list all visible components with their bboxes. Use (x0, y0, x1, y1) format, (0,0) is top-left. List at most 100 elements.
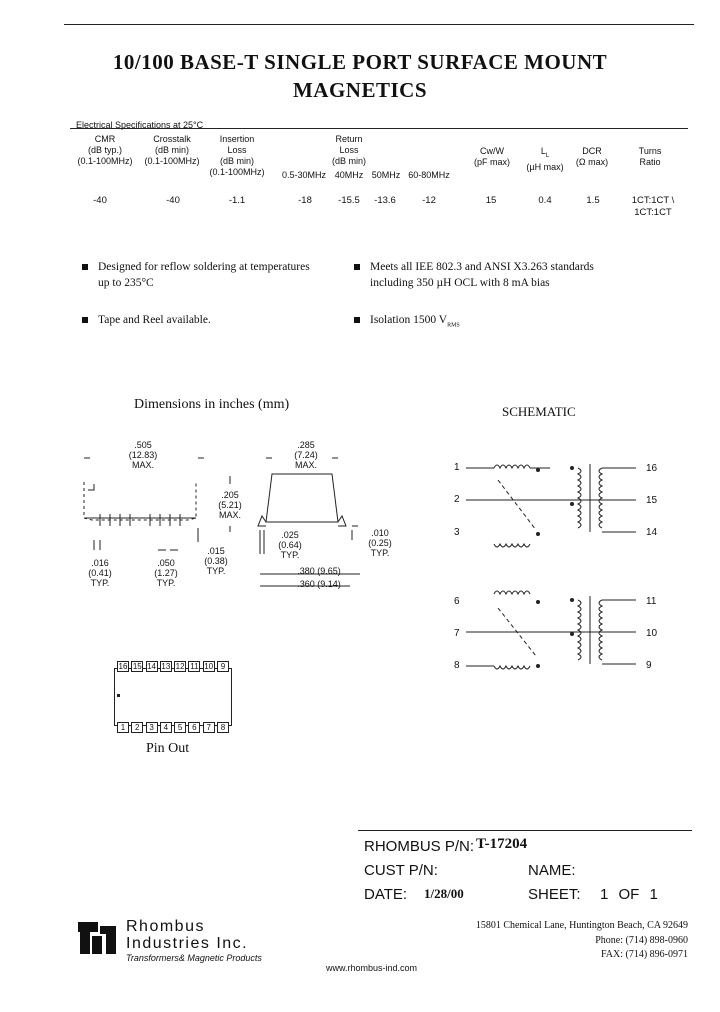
val-rl2: -15.5 (338, 195, 360, 206)
hdr-l: LL(µH max) (526, 146, 564, 172)
pin-label: 8 (216, 722, 229, 733)
val-insertion: -1.1 (228, 195, 246, 206)
company-phone: Phone: (714) 898-0960 (595, 935, 688, 946)
hdr-cww: Cw/W(pF max) (474, 146, 510, 167)
hdr-rl-band4: 60-80MHz (408, 170, 450, 180)
schematic-pin-left-2: 2 (454, 494, 460, 505)
pin-label: 16 (117, 661, 129, 672)
schematic-pin-left-7: 7 (454, 628, 460, 639)
hdr-rl-band2: 40MHz (334, 170, 364, 180)
company-address: 15801 Chemical Lane, Huntington Beach, C… (475, 920, 688, 931)
dim-205: .205(5.21)MAX. (218, 490, 242, 520)
dim-505: .505(12.83)MAX. (128, 440, 158, 470)
specs-caption: Electrical Specifications at 25°C (76, 120, 204, 130)
company-name-2: Industries Inc. (126, 935, 249, 952)
pin-label: 13 (159, 661, 172, 672)
hdr-cmr: CMR(dB typ.)(0.1-100MHz) (77, 134, 133, 166)
cust-pn-label: CUST P/N: (364, 862, 438, 879)
val-cmr: -40 (93, 195, 107, 206)
pn-value: T-17204 (476, 836, 528, 852)
feature-reflow: Designed for reflow soldering at tempera… (98, 261, 310, 289)
dim-380: .380 (9.65) (297, 566, 341, 576)
schematic-pin-left-8: 8 (454, 660, 460, 671)
val-rl4: -12 (422, 195, 436, 206)
schematic-pin-right-16: 16 (646, 463, 658, 474)
schematic-pin-left-3: 3 (454, 527, 460, 538)
schematic-pin-left-1: 1 (454, 462, 460, 473)
pn-label: RHOMBUS P/N: (364, 838, 475, 855)
val-turns-1: 1CT:1CT \ (631, 195, 675, 206)
feature-bullet (354, 264, 360, 270)
feature-standards: Meets all IEE 802.3 and ANSI X3.263 stan… (370, 261, 594, 289)
dim-285: .285(7.24)MAX. (294, 440, 318, 470)
company-website[interactable]: www.rhombus-ind.com (326, 963, 418, 973)
val-l: 0.4 (538, 195, 552, 206)
schematic-pin-right-15: 15 (646, 495, 658, 506)
company-fax: FAX: (714) 896-0971 (600, 949, 688, 960)
sheet-label: SHEET: (528, 886, 581, 903)
pin-label: 15 (131, 661, 144, 672)
name-label: NAME: (528, 862, 576, 879)
val-dcr: 1.5 (586, 195, 600, 206)
dim-360: .360 (9.14) (297, 579, 341, 589)
pin-label: 9 (216, 661, 229, 672)
page-title-line2: MAGNETICS (292, 78, 428, 102)
pinout-top-row: 16 15 14 13 12 11 10 9 (117, 661, 229, 672)
hdr-rl-band1: 0.5-30MHz (281, 170, 326, 180)
dim-025: .025(0.64)TYP. (278, 530, 302, 560)
pin-label: 4 (159, 722, 172, 733)
sheet-value: 1 OF 1 (600, 886, 658, 903)
company-name-1: Rhombus (126, 918, 205, 935)
pinout-bottom-row: 1 2 3 4 5 6 7 8 (117, 722, 229, 733)
val-cww: 15 (485, 195, 497, 206)
pin-label: 12 (174, 661, 187, 672)
date-label: DATE: (364, 886, 408, 903)
specs-rule (70, 128, 688, 129)
schematic-drawing (466, 464, 636, 670)
dim-050: .050(1.27)TYP. (154, 558, 178, 588)
schematic-pin-left-6: 6 (454, 596, 460, 607)
titleblock-rule (358, 830, 692, 831)
pin-label: 14 (145, 661, 158, 672)
pinout-title: Pin Out (146, 741, 190, 756)
dim-015: .015(0.38)TYP. (204, 546, 228, 576)
feature-tape-reel: Tape and Reel available. (98, 314, 211, 326)
feature-bullet (354, 317, 360, 323)
schematic-title: SCHEMATIC (502, 404, 576, 419)
pin-label: 7 (202, 722, 215, 733)
hdr-crosstalk: Crosstalk(dB min)(0.1-100MHz) (144, 134, 200, 166)
date-value: 1/28/00 (424, 886, 464, 901)
hdr-dcr: DCR(Ω max) (575, 146, 609, 167)
page-title-line1: 10/100 BASE-T SINGLE PORT SURFACE MOUNT (112, 50, 608, 74)
top-rule (64, 24, 694, 25)
pin-label: 2 (131, 722, 144, 733)
company-tagline: Transformers& Magnetic Products (126, 953, 262, 963)
val-rl1: -18 (298, 195, 312, 206)
schematic-pin-right-9: 9 (646, 660, 652, 671)
dim-016: .016(0.41)TYP. (88, 558, 112, 588)
company-logo (78, 922, 116, 954)
pin-label: 5 (174, 722, 187, 733)
pin-label: 10 (202, 661, 215, 672)
feature-bullet (82, 317, 88, 323)
pinout-box (114, 668, 232, 726)
hdr-rl-band3: 50MHz (371, 170, 401, 180)
feature-bullet (82, 264, 88, 270)
dim-010: .010(0.25)TYP. (368, 528, 392, 558)
pin-label: 6 (188, 722, 201, 733)
pin-label: 11 (188, 661, 201, 672)
schematic-pin-right-11: 11 (646, 596, 657, 607)
pin-label: 1 (117, 722, 129, 733)
val-turns-2: 1CT:1CT (634, 207, 672, 218)
dimensions-drawing (83, 457, 360, 587)
feature-isolation: Isolation 1500 VRMS (370, 314, 460, 329)
dimensions-title: Dimensions in inches (mm) (134, 397, 290, 412)
val-crosstalk: -40 (166, 195, 180, 206)
schematic-pin-right-14: 14 (646, 527, 658, 538)
pin1-dot (117, 694, 120, 697)
pin-label: 3 (145, 722, 158, 733)
val-rl3: -13.6 (374, 195, 396, 206)
